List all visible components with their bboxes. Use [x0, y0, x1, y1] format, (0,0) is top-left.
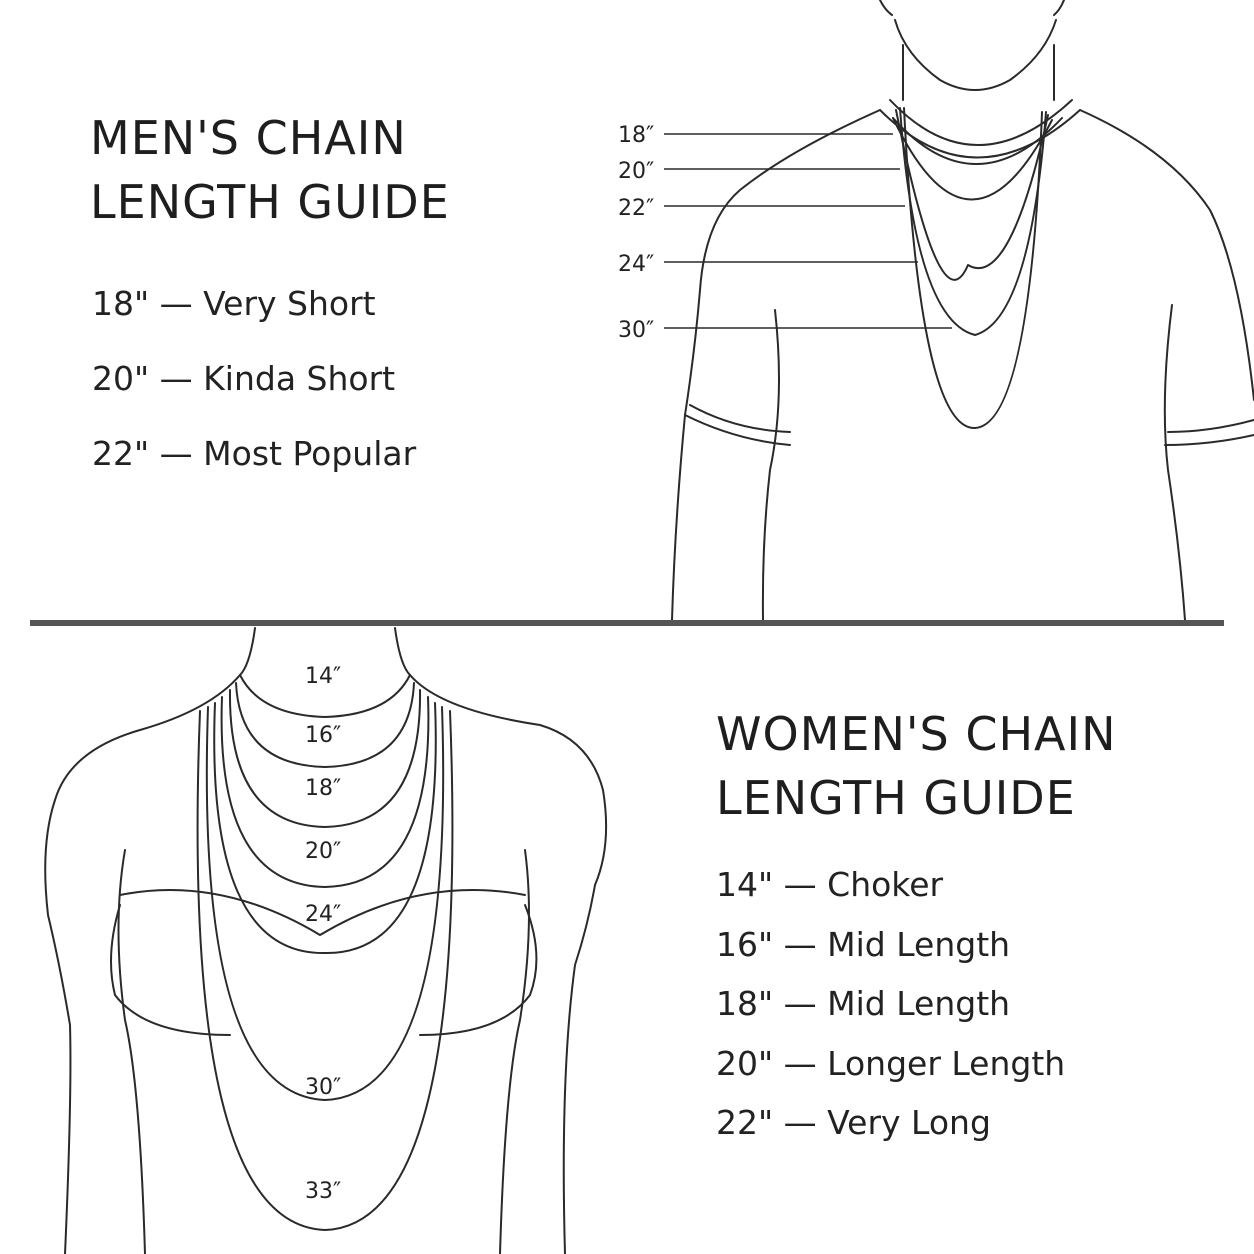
- mens-label-22: 22″: [618, 196, 654, 221]
- mens-chain-24: [899, 107, 1047, 336]
- mens-ear-left: [879, 0, 893, 16]
- womens-label-18: 18″: [305, 776, 341, 801]
- mens-chain-22: [895, 109, 1049, 281]
- womens-bust-right: [419, 904, 538, 1036]
- womens-bust-line: [119, 889, 526, 936]
- mens-ear-right: [1053, 0, 1065, 16]
- mens-left-arm-outer: [671, 414, 686, 621]
- list-item: 16" — Mid Length: [716, 924, 1011, 964]
- womens-title: WOMEN'S CHAIN LENGTH GUIDE: [716, 702, 1116, 830]
- mens-title-line1: MEN'S CHAIN: [90, 111, 407, 165]
- mens-jaw: [894, 19, 1057, 91]
- mens-right-torso: [1163, 304, 1186, 621]
- womens-label-16: 16″: [305, 723, 341, 748]
- list-item: 18" — Mid Length: [716, 984, 1011, 1023]
- section-divider: [30, 620, 1224, 626]
- womens-length-list: 14" — Choker 16" — Mid Length 18" — Mid …: [716, 863, 1065, 1161]
- womens-title-line2: LENGTH GUIDE: [716, 771, 1076, 825]
- womens-neck-right: [394, 627, 411, 676]
- womens-left-shoulder-arm: [44, 674, 241, 1254]
- mens-label-20: 20″: [618, 159, 654, 184]
- list-item: 20" — Longer Length: [716, 1043, 1066, 1083]
- womens-label-24: 24″: [305, 902, 341, 927]
- womens-chain-18: [228, 689, 422, 828]
- womens-right-shoulder-arm: [409, 674, 608, 1254]
- womens-neck-left: [239, 627, 256, 676]
- list-item: 22" — Very Long: [716, 1103, 991, 1142]
- mens-section: MEN'S CHAIN LENGTH GUIDE 18" — Very Shor…: [0, 0, 1254, 625]
- womens-chain-30: [205, 706, 445, 1101]
- womens-label-14: 14″: [305, 664, 341, 689]
- mens-label-18: 18″: [618, 123, 654, 148]
- mens-left-sleeve-hem-inner: [689, 404, 791, 433]
- mens-right-sleeve-hem: [1164, 434, 1254, 446]
- mens-title: MEN'S CHAIN LENGTH GUIDE: [90, 106, 450, 234]
- mens-title-line2: LENGTH GUIDE: [90, 175, 450, 229]
- mens-right-shoulder: [1079, 109, 1254, 401]
- mens-torso-illustration: 18″ 20″ 22″ 24″ 30″: [618, 0, 1254, 621]
- womens-section: 14″ 16″ 18″ 20″ 24″ 30″ 33″ WOMEN'S CHAI…: [0, 625, 1254, 1254]
- womens-label-33: 33″: [305, 1179, 341, 1204]
- mens-left-torso: [761, 309, 780, 621]
- womens-torso-illustration: 14″ 16″ 18″ 20″ 24″ 30″ 33″: [44, 627, 608, 1254]
- womens-chain-24: [213, 702, 437, 955]
- mens-length-list: 18" — Very Short 20" — Kinda Short 22" —…: [92, 282, 416, 507]
- womens-title-line1: WOMEN'S CHAIN: [716, 707, 1117, 761]
- list-item: 18" — Very Short: [92, 284, 376, 323]
- womens-chain-33: [196, 710, 454, 1231]
- mens-right-sleeve-hem-inner: [1167, 419, 1254, 433]
- mens-chain-30: [903, 107, 1043, 430]
- womens-left-inner-arm: [117, 849, 146, 1254]
- womens-chain-16: [235, 682, 415, 768]
- mens-left-shoulder: [684, 109, 881, 416]
- womens-label-30: 30″: [305, 1075, 341, 1100]
- mens-label-24: 24″: [618, 252, 654, 277]
- womens-chain-14: [239, 674, 411, 718]
- womens-chain-20: [220, 696, 430, 888]
- mens-label-30: 30″: [618, 318, 654, 343]
- list-item: 14" — Choker: [716, 865, 944, 904]
- mens-left-sleeve-hem: [684, 414, 791, 446]
- list-item: 20" — Kinda Short: [92, 359, 396, 398]
- womens-bust-left: [110, 904, 231, 1036]
- mens-chain-20: [892, 117, 1053, 201]
- womens-label-20: 20″: [305, 839, 341, 864]
- womens-right-inner-arm: [499, 849, 530, 1254]
- list-item: 22" — Most Popular: [92, 434, 417, 473]
